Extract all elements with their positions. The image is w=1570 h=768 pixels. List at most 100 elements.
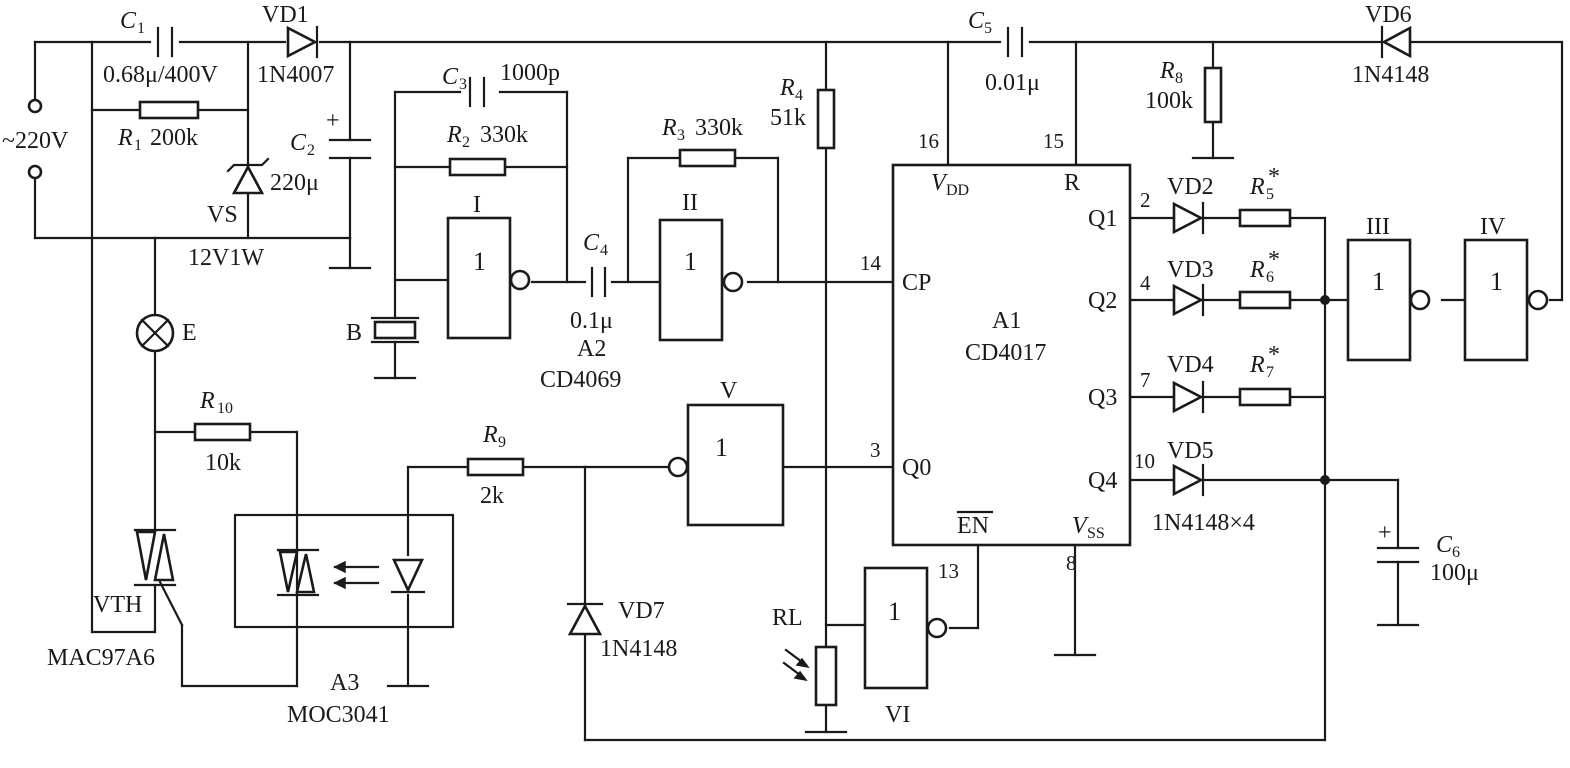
- pin-en-label: EN: [957, 513, 989, 539]
- vd3-name: VD3: [1167, 257, 1214, 283]
- diode-vd7: VD7 1N4148: [566, 598, 677, 662]
- gate-ii-symbol: 1: [684, 247, 697, 276]
- pin-q3-label: Q3: [1088, 385, 1117, 411]
- gate-v-symbol: 1: [715, 433, 728, 462]
- resistor-r6: R 6 *: [1238, 247, 1292, 310]
- c6-plus: +: [1378, 520, 1392, 546]
- c2-letter: C: [290, 130, 307, 156]
- ic-a1: V DD 16 R 15 CP 14 Q0 3 Q1 2 Q2 4 Q3 7 Q…: [860, 129, 1155, 583]
- pin-vss-sub: SS: [1087, 525, 1105, 542]
- c2-plus: +: [326, 108, 340, 134]
- pin-16: 16: [918, 129, 939, 153]
- gate-i-name: I: [473, 192, 481, 218]
- diode-vd3: VD3: [1167, 257, 1214, 317]
- resistor-r7: R 7 *: [1238, 342, 1292, 407]
- pin-3: 3: [870, 438, 881, 462]
- a2-name: A2: [577, 336, 606, 362]
- diode-vd5: VD5 1N4148×4: [1152, 438, 1255, 536]
- r10-sub: 10: [217, 400, 233, 417]
- r2-letter: R: [446, 122, 462, 148]
- pin-cp-label: CP: [902, 270, 931, 296]
- pin-14: 14: [860, 251, 882, 275]
- resistor-r2: R 2 330k: [446, 122, 528, 177]
- c6-sub: 6: [1452, 544, 1460, 561]
- vd6-part: 1N4148: [1352, 62, 1429, 88]
- resistor-r4: R 4 51k: [770, 75, 836, 150]
- c2-sub: 2: [307, 142, 315, 159]
- capacitor-c3: C 3 1000p: [442, 60, 560, 108]
- junction-dots: [1320, 295, 1330, 485]
- r6-letter: R: [1249, 257, 1265, 283]
- r2-sub: 2: [462, 134, 470, 151]
- capacitor-c5: C 5 0.01μ: [968, 8, 1040, 96]
- gate-iv-name: IV: [1480, 214, 1506, 240]
- a2-part: CD4069: [540, 367, 621, 393]
- pin-vss-label: V: [1072, 513, 1089, 539]
- photoresistor-rl: RL: [772, 605, 838, 707]
- capacitor-c2: + C 2 220μ: [270, 108, 372, 270]
- r4-value: 51k: [770, 105, 806, 131]
- diode-vd6: VD6 1N4148: [1352, 2, 1429, 88]
- r3-sub: 3: [677, 127, 685, 144]
- r4-sub: 4: [795, 87, 803, 104]
- gate-ii: 1 II: [658, 190, 744, 342]
- c4-sub: 4: [600, 242, 608, 259]
- pin-7: 7: [1140, 368, 1151, 392]
- diode-vd1: VD1 1N4007: [257, 2, 334, 88]
- vd2-name: VD2: [1167, 174, 1214, 200]
- r1-letter: R: [117, 125, 133, 151]
- zener-vs: VS 12V1W: [188, 157, 270, 271]
- resistor-r5: R 5 *: [1238, 164, 1292, 228]
- r2-value: 330k: [480, 122, 528, 148]
- pin-8: 8: [1066, 551, 1077, 575]
- capacitor-c6: + C 6 100μ: [1376, 520, 1479, 586]
- pin-q0-label: Q0: [902, 455, 931, 481]
- mains-terminals: ~220V: [2, 98, 69, 180]
- gate-vi-symbol: 1: [888, 597, 901, 626]
- vd5-part: 1N4148×4: [1152, 510, 1255, 536]
- a3-part: MOC3041: [287, 702, 390, 728]
- diode-vd2: VD2: [1167, 174, 1214, 235]
- vd7-part: 1N4148: [600, 636, 677, 662]
- vd1-name: VD1: [262, 2, 309, 28]
- gate-vi: 1 VI: [863, 566, 948, 728]
- pin-vdd-sub: DD: [946, 182, 969, 199]
- c5-value: 0.01μ: [985, 70, 1040, 96]
- diode-vd4: VD4: [1167, 352, 1214, 414]
- gate-iii: 1 III: [1346, 214, 1431, 362]
- gate-v-name: V: [720, 378, 738, 404]
- mains-label: ~220V: [2, 128, 69, 154]
- c3-sub: 3: [459, 76, 467, 93]
- pin-2: 2: [1140, 188, 1151, 212]
- c5-sub: 5: [984, 20, 992, 37]
- r7-sub: 7: [1266, 364, 1274, 381]
- lamp-name: E: [182, 320, 197, 346]
- r1-sub: 1: [134, 137, 142, 154]
- capacitor-c1: C 1 0.68μ/400V: [103, 8, 219, 88]
- gate-i-symbol: 1: [473, 247, 486, 276]
- gate-iv-symbol: 1: [1490, 267, 1503, 296]
- r8-sub: 8: [1175, 70, 1183, 87]
- crystal-b: B: [346, 316, 420, 346]
- resistor-r8: R 8 100k: [1145, 58, 1223, 124]
- r5-star: *: [1268, 164, 1280, 190]
- gate-iii-name: III: [1366, 214, 1390, 240]
- r5-letter: R: [1249, 174, 1265, 200]
- vs-part: 12V1W: [188, 245, 264, 271]
- resistor-r1: R 1 200k: [117, 100, 200, 154]
- r1-value: 200k: [150, 125, 198, 151]
- c4-value: 0.1μ: [570, 308, 613, 334]
- vs-name: VS: [207, 202, 238, 228]
- vth-part: MAC97A6: [47, 645, 155, 671]
- c1-value: 0.68μ/400V: [103, 62, 219, 88]
- r9-sub: 9: [498, 434, 506, 451]
- c4-letter: C: [583, 230, 600, 256]
- vd4-name: VD4: [1167, 352, 1214, 378]
- c6-value: 100μ: [1430, 560, 1479, 586]
- r4-letter: R: [779, 75, 795, 101]
- pin-15: 15: [1043, 129, 1064, 153]
- gate-vi-name: VI: [885, 702, 910, 728]
- r3-value: 330k: [695, 115, 743, 141]
- gate-iv: 1 IV: [1463, 214, 1549, 362]
